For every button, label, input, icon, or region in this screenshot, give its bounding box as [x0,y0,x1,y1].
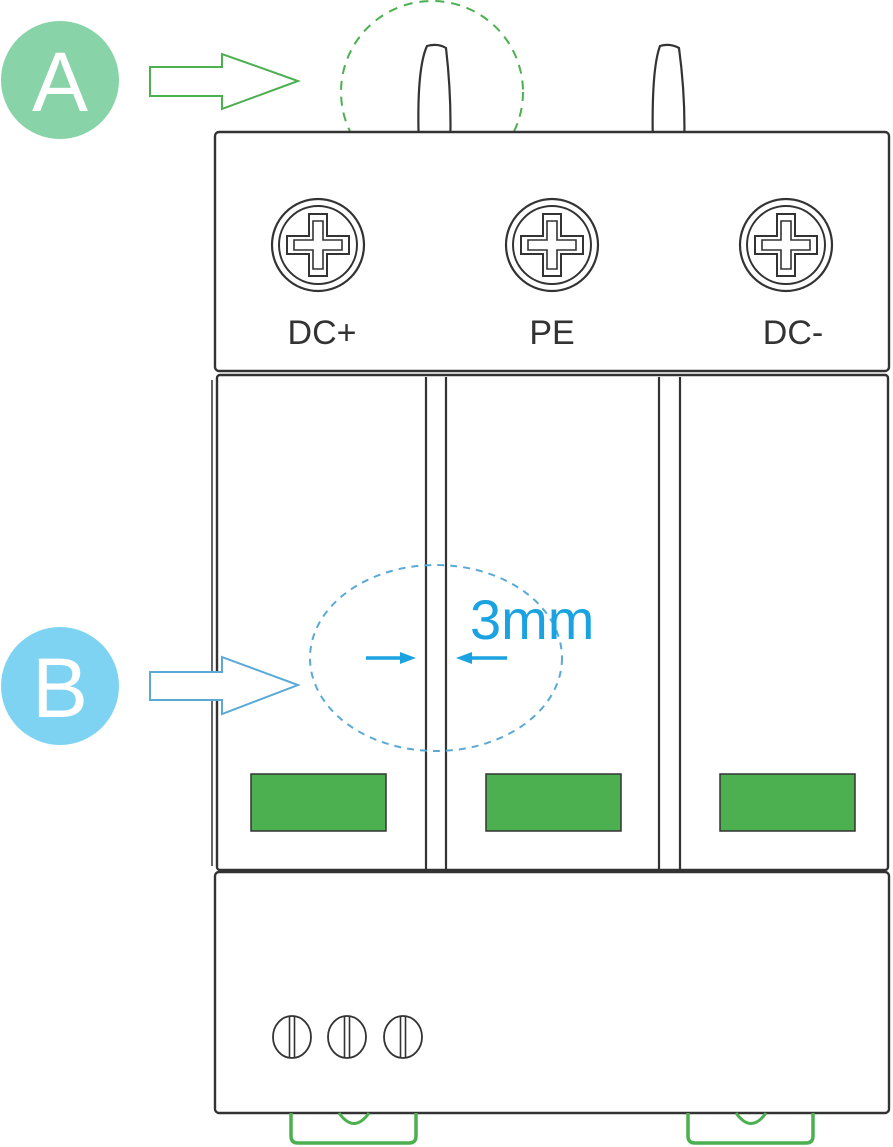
din-rail-clips [289,1112,815,1145]
cross-head-screw-icon [738,197,834,293]
terminal-label-dc-minus: DC- [763,314,823,352]
base-section [213,870,891,1115]
callout-a-arrow [149,52,301,111]
callout-b-letter: B [32,641,88,735]
arrow-right-icon [400,652,416,664]
terminal-label-pe: PE [529,314,574,352]
din-clip-left [289,1113,418,1145]
din-clip-right [686,1113,815,1145]
slot-screw-icon [383,1015,423,1059]
terminal-block: DC+ PE DC- [213,130,891,373]
arrow-left-icon [456,652,472,664]
callout-a-highlight-circle [340,0,524,184]
callout-a-letter: A [32,35,88,129]
callout-b-highlight-ellipse [309,564,563,752]
base-housing [213,870,891,1115]
dimension-label: 3mm [470,588,594,651]
slot-screw-icon [272,1015,312,1059]
antenna-pins [417,43,686,156]
cross-head-screw-icon [504,197,600,293]
gap-dimension: 3mm [366,588,594,664]
callout-b-arrow [149,655,301,716]
callout-b: B [1,564,563,752]
indicator-window [719,773,856,832]
slot-screw-icon [327,1015,367,1059]
callout-a: A [1,0,524,184]
indicator-window [250,773,387,832]
terminal-label-dc-plus: DC+ [288,314,357,352]
indicator-window [485,773,622,832]
callout-a-badge [1,21,119,139]
callout-b-badge [1,627,119,745]
cross-head-screw-icon [270,197,366,293]
